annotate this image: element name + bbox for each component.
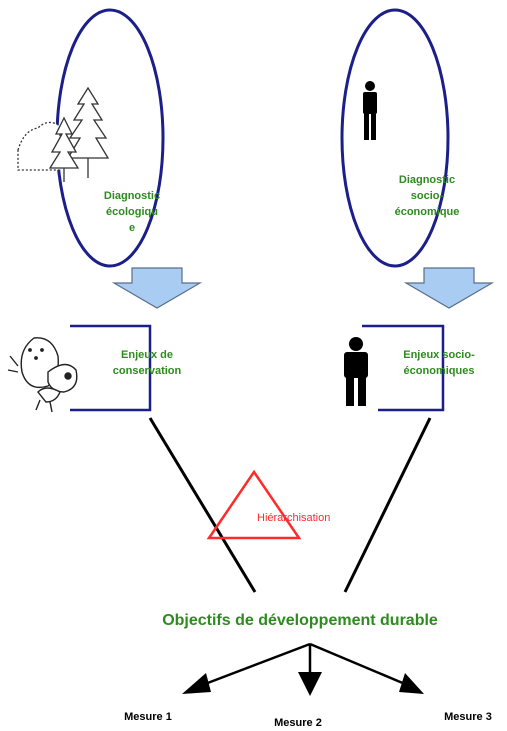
mesure-2-label: Mesure 2	[274, 717, 322, 729]
hierarchisation-triangle	[206, 469, 302, 540]
objectifs-title: Objectifs de développement durable	[162, 612, 438, 629]
person-icon-top	[363, 81, 377, 140]
enjeux-conservation-label: Enjeux de conservation	[112, 349, 182, 377]
butterfly-icon	[7, 337, 78, 413]
socioeconomic-bracket	[362, 324, 445, 412]
forest-trees-icon	[17, 86, 110, 182]
conservation-bracket	[70, 324, 152, 412]
down-arrow-right	[403, 267, 495, 309]
diagnostic-socio-label: Diagnostic socio- économique	[394, 174, 460, 218]
left-converging-line	[148, 417, 257, 593]
diagnostic-ecologique-label: Diagnostic écologiqu e	[103, 190, 161, 234]
person-icon-mid	[344, 337, 368, 406]
enjeux-socio-label: Enjeux socio- économiques	[403, 349, 475, 377]
hierarchisation-label: Hiérarchisation	[257, 512, 331, 524]
down-arrow-left	[111, 267, 203, 309]
mesure-1-label: Mesure 1	[124, 711, 172, 723]
right-converging-line	[343, 417, 432, 593]
mesure-3-label: Mesure 3	[444, 711, 492, 723]
socioeconomic-diagnostic-ellipse	[340, 8, 450, 268]
mesure-arrows	[182, 642, 424, 696]
